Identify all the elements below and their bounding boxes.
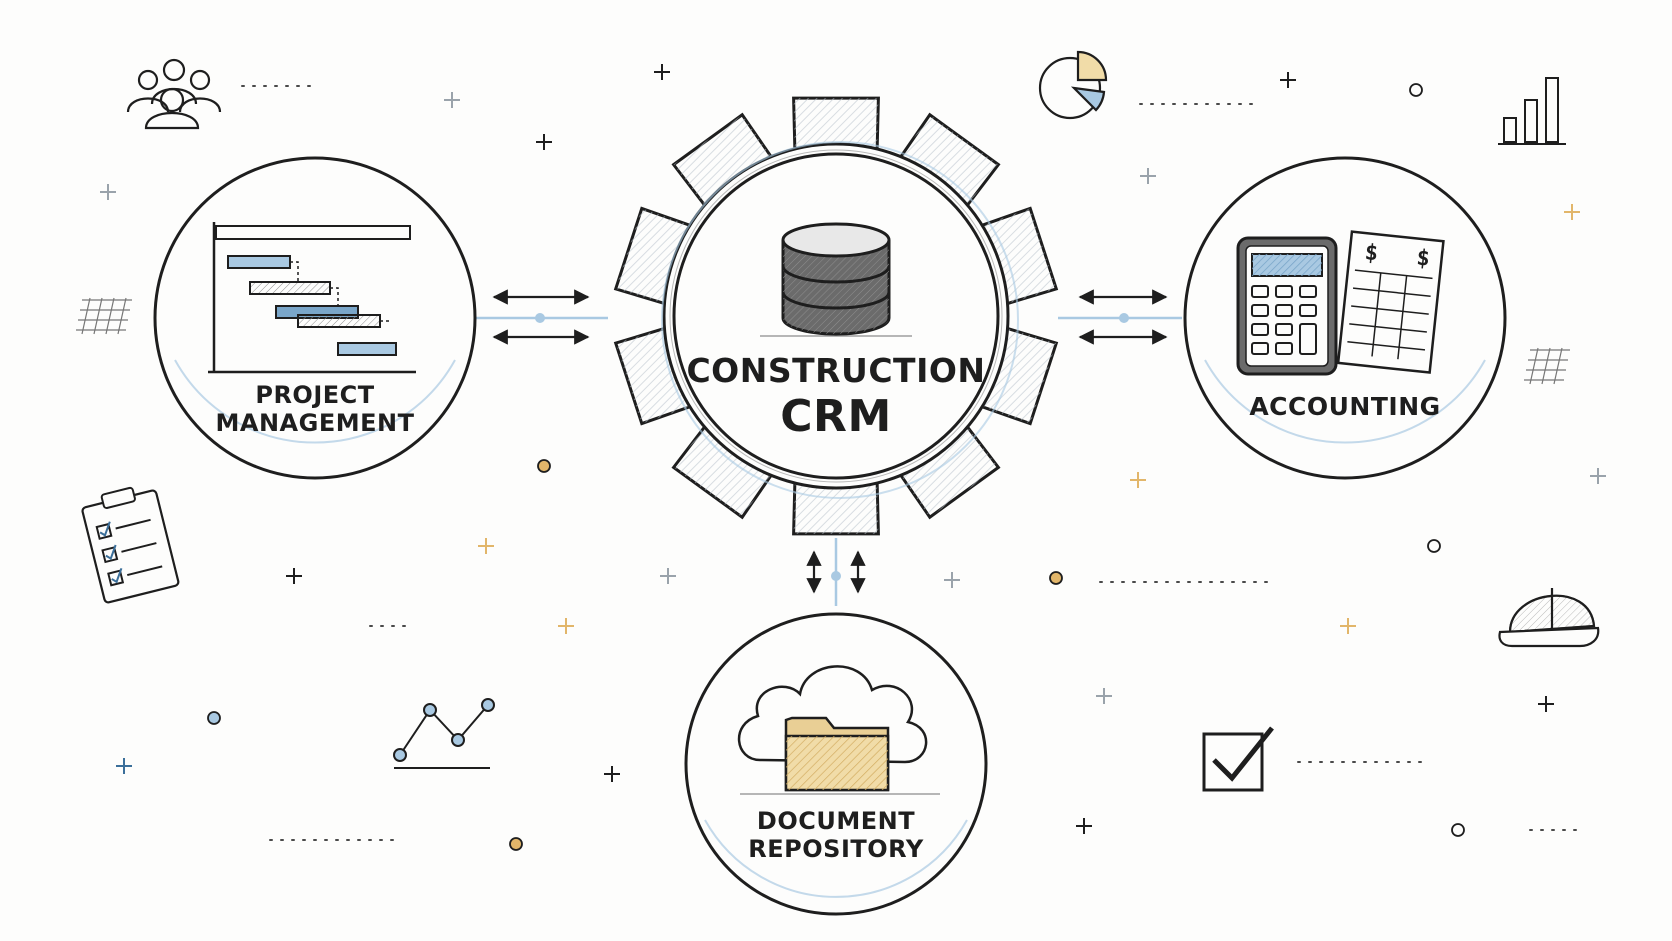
accounting-label: ACCOUNTING [1230, 392, 1460, 422]
svg-text:$: $ [1415, 246, 1431, 272]
dot-marker [537, 459, 551, 473]
gear-tooth-shading [899, 425, 999, 518]
document-repository-label-line1: DOCUMENT [756, 807, 916, 835]
sparkle [604, 766, 620, 782]
project-management-label-line2: MANAGEMENT [215, 408, 415, 437]
sparkle [1096, 688, 1112, 704]
document-repository-label-line2: REPOSITORY [748, 834, 924, 863]
gear-tooth-shading [793, 98, 879, 151]
line-chart-icon [393, 698, 495, 769]
gear-tooth-shading [793, 481, 879, 534]
gear-tooth-shading [673, 425, 773, 518]
pie-chart-icon [1038, 50, 1108, 120]
dot-marker [1409, 83, 1423, 97]
hard-hat-icon [1498, 588, 1600, 648]
sparkle [444, 92, 460, 108]
sparkle-decorations [100, 64, 1606, 851]
sparkle [660, 568, 676, 584]
sparkle [558, 618, 574, 634]
dot-marker [1451, 823, 1465, 837]
sparkle [1076, 818, 1092, 834]
connector-hub-repository [806, 538, 866, 606]
svg-text:$: $ [1364, 240, 1380, 266]
dot-marker [1427, 539, 1441, 553]
sparkle [1590, 468, 1606, 484]
sparkle [1340, 618, 1356, 634]
folder-icon [740, 716, 940, 795]
database-icon [760, 222, 912, 337]
grid-sketch-left [76, 297, 132, 335]
sparkle [116, 758, 132, 774]
accounting-label-line1: ACCOUNTING [1249, 392, 1441, 421]
clipboard-checklist-icon [81, 486, 180, 604]
document-repository-label: DOCUMENT REPOSITORY [721, 807, 951, 863]
gear-tooth-shading [673, 114, 773, 207]
hub-title-line2: CRM [780, 390, 892, 442]
connector-hub-accounting [1058, 289, 1182, 345]
project-management-label-line1: PROJECT [255, 381, 375, 409]
hub-title-line1: CONSTRUCTION [686, 351, 986, 390]
sparkle [286, 568, 302, 584]
sparkle [1130, 472, 1146, 488]
dot-marker [509, 837, 523, 851]
checkbox-icon [1202, 726, 1274, 792]
hub-gear [613, 96, 1059, 536]
sparkle [1564, 204, 1580, 220]
sparkle [944, 572, 960, 588]
project-management-label: PROJECT MANAGEMENT [200, 381, 430, 437]
connector-pm-hub [475, 289, 608, 345]
sparkle [100, 184, 116, 200]
sparkle [1140, 168, 1156, 184]
grid-sketch-right [1524, 347, 1570, 385]
team-icon [126, 58, 222, 130]
sparkle [654, 64, 670, 80]
dot-marker [1049, 571, 1063, 585]
calculator-icon [1236, 236, 1338, 376]
sparkle [536, 134, 552, 150]
sparkle [1280, 72, 1296, 88]
gear-tooth-shading [899, 114, 999, 207]
bar-chart-icon [1498, 77, 1566, 145]
dot-marker [207, 711, 221, 725]
hub-title: CONSTRUCTION CRM [686, 352, 986, 443]
gantt-chart-icon [208, 222, 416, 374]
sparkle [478, 538, 494, 554]
spreadsheet-icon: $ $ [1336, 230, 1445, 374]
sparkle [1538, 696, 1554, 712]
